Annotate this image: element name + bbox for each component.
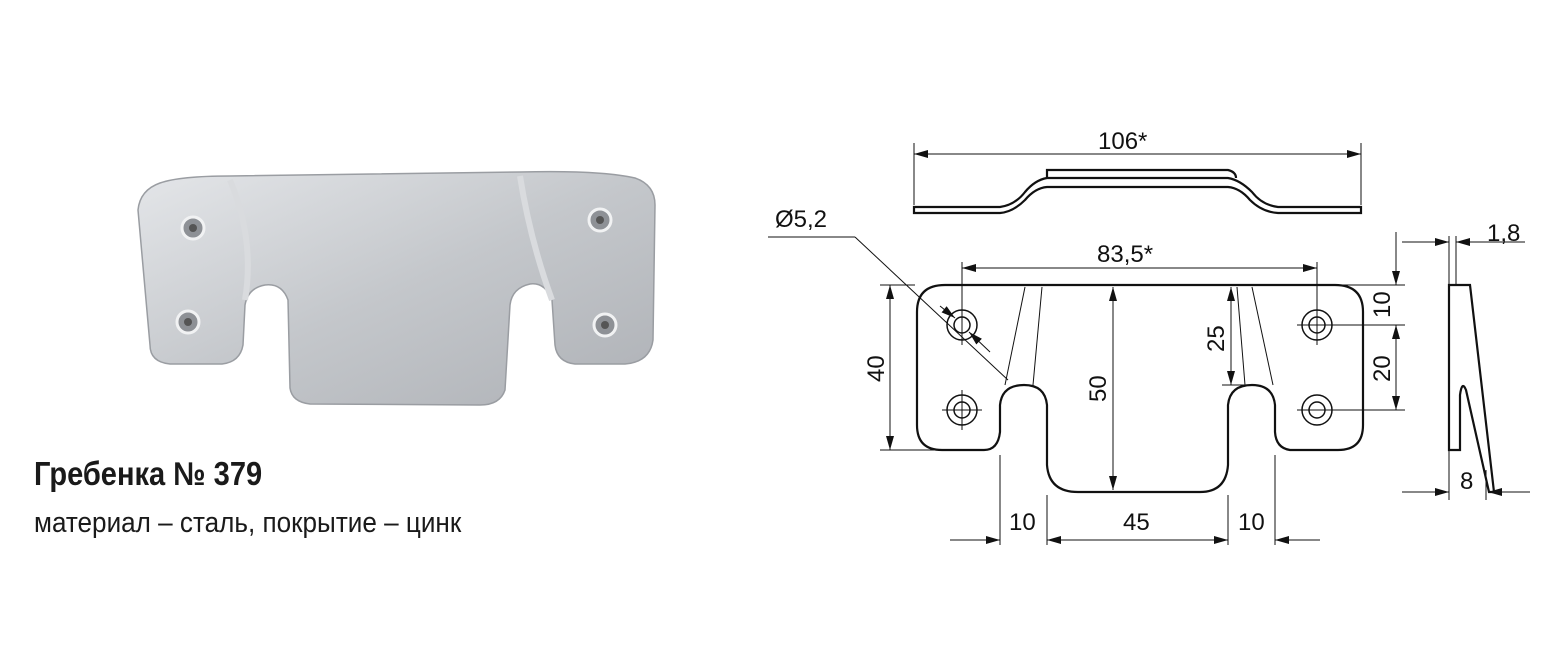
product-title: Гребенка № 379 [34, 455, 263, 492]
dim-height: 40 [863, 355, 890, 382]
dim-hole-diameter: Ø5,2 [775, 206, 827, 233]
dim-tongue-width: 45 [1123, 509, 1150, 536]
top-view: 106* [912, 128, 1363, 215]
side-view: 1,8 8 [1402, 220, 1530, 500]
dim-overall-length: 106* [1098, 128, 1147, 155]
product-description: материал – сталь, покрытие – цинк [34, 507, 462, 539]
dim-slot-width-right: 10 [1238, 509, 1265, 536]
dim-side-offset: 8 [1460, 468, 1473, 495]
dim-tongue-length: 50 [1085, 375, 1112, 402]
dim-thickness: 1,8 [1487, 220, 1520, 247]
plate-photo [137, 170, 656, 406]
dim-slot-width-left: 10 [1009, 509, 1036, 536]
dim-hole-spacing: 83,5* [1097, 241, 1153, 268]
front-view: Ø5,2 83,5* 40 50 25 10 20 10 45 10 [768, 206, 1405, 545]
dim-hole-top-offset: 10 [1369, 291, 1396, 318]
dim-slot-depth: 25 [1203, 325, 1230, 352]
dim-hole-vertical-spacing: 20 [1369, 355, 1396, 382]
